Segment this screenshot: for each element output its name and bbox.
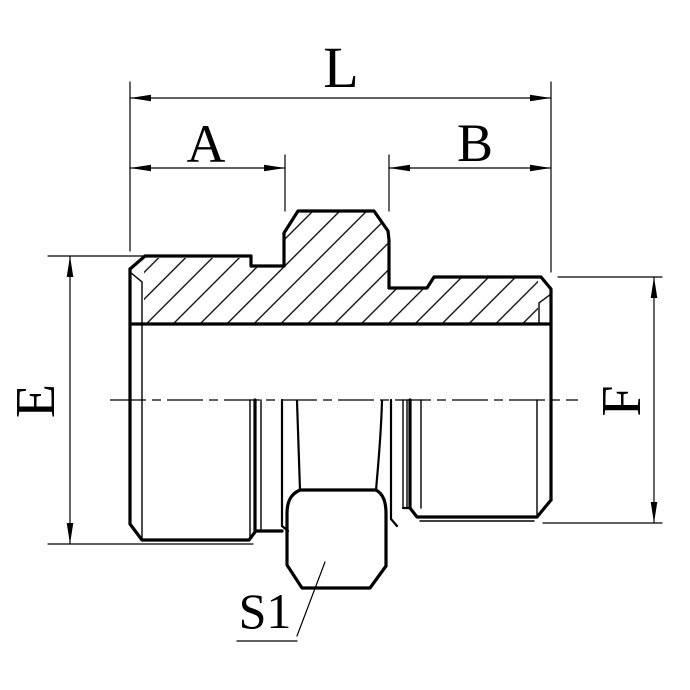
right-thread-minor-upper: [538, 293, 552, 325]
hex-taper-left: [295, 399, 302, 492]
dim-label-A: A: [187, 114, 226, 174]
arrow-E-bottom: [66, 523, 74, 544]
arrow-L-right: [530, 94, 551, 102]
arrow-L-left: [130, 94, 151, 102]
part-detail-medium: [280, 398, 412, 533]
dimension-labels: L A B E F S1: [5, 35, 653, 639]
part-profile: [128, 209, 553, 590]
hex-outline: [285, 488, 388, 590]
right-collar-line: [389, 398, 399, 528]
arrow-F-bottom: [650, 502, 658, 523]
profile-upper: [128, 209, 553, 502]
arrow-B-right: [530, 164, 551, 172]
section-hatching: [144, 212, 538, 323]
dim-label-B: B: [457, 113, 493, 173]
arrow-E-top: [66, 256, 74, 277]
dim-label-E: E: [5, 384, 67, 418]
arrow-F-top: [650, 277, 658, 298]
arrow-A-left: [130, 164, 151, 172]
profile-left-thread-end: [128, 267, 257, 542]
hex-taper-right: [374, 399, 384, 492]
dimension-lines: [47, 81, 663, 642]
left-groove-wall: [280, 398, 290, 533]
arrow-A-right: [264, 164, 285, 172]
dim-label-F: F: [591, 385, 653, 416]
dimension-arrows: [66, 94, 658, 544]
dim-label-L: L: [323, 35, 358, 100]
s1-leader-line: [236, 561, 326, 642]
thread-detail-lines: [129, 271, 552, 541]
arrow-B-left: [389, 164, 410, 172]
dim-label-S1: S1: [239, 583, 292, 639]
profile-right-thread-end: [408, 398, 553, 519]
left-thread-minor-line: [129, 271, 143, 541]
